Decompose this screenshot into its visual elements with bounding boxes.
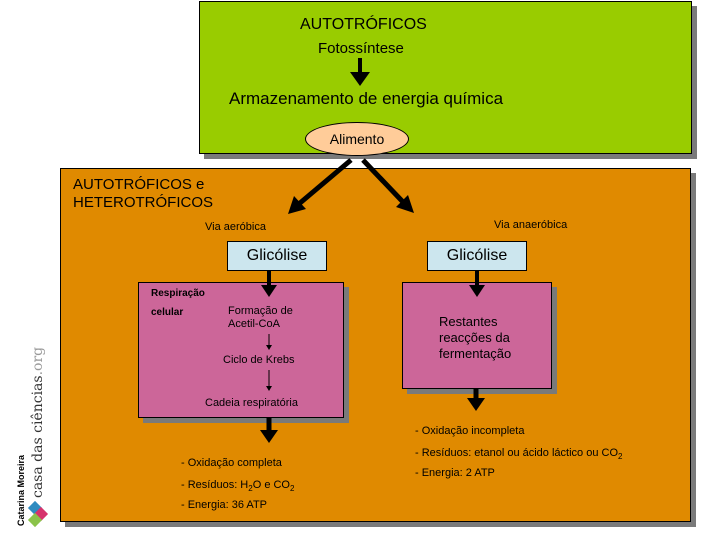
arrow-acetyl-to-krebs: [266, 334, 272, 350]
autotrophs-title: AUTOTRÓFICOS: [300, 16, 427, 33]
respiratory-chain-label: Cadeia respiratória: [205, 397, 298, 409]
krebs-cycle-label: Ciclo de Krebs: [223, 354, 295, 366]
author-credit: Catarina Moreira: [16, 454, 26, 526]
glycolysis-box-anaerobic: Glicólise: [427, 241, 527, 271]
auto-hetero-title-1: AUTOTRÓFICOS e: [73, 176, 205, 193]
photosynthesis-label: Fotossíntese: [318, 40, 404, 57]
aerobic-result-energy: - Energia: 36 ATP: [181, 499, 268, 511]
food-label: Alimento: [329, 131, 385, 147]
fermentation-box: [402, 282, 552, 389]
fermentation-line3: fermentação: [439, 346, 512, 361]
energy-storage-label: Armazenamento de energia química: [229, 89, 504, 108]
arrow-fermentation-results: [467, 389, 485, 411]
aerobic-result-oxidation: - Oxidação completa: [181, 457, 282, 469]
resp-label-2: celular: [151, 307, 184, 318]
site-credit: casa das ciências.org: [30, 346, 46, 498]
arrow-glycolysis-anaerobic: [469, 271, 485, 297]
anaerobic-label: Via anaeróbica: [494, 219, 568, 231]
cellular-respiration-box: [138, 282, 344, 418]
arrow-glycolysis-aerobic: [261, 271, 277, 297]
arrow-respiration-results: [260, 418, 278, 443]
aerobic-label: Via aeróbica: [205, 221, 266, 233]
glycolysis-box-aerobic: Glicólise: [227, 241, 327, 271]
aerobic-result-residues: - Resíduos: H2O e CO2: [181, 479, 295, 494]
arrow-to-aerobic: [288, 158, 353, 214]
arrow-to-anaerobic: [361, 158, 414, 213]
anaerobic-result-energy: - Energia: 2 ATP: [415, 467, 495, 479]
acetyl-coa-line2: Acetil-CoA: [228, 318, 280, 330]
fermentation-line1: Restantes: [439, 314, 498, 329]
auto-hetero-title-2: HETEROTRÓFICOS: [73, 194, 214, 211]
acetyl-coa-line1: Formação de: [228, 305, 293, 317]
fermentation-line2: reacções da: [439, 330, 510, 345]
food-ellipse: Alimento: [305, 122, 409, 156]
arrow-krebs-to-chain: [266, 370, 272, 391]
glycolysis-label-aerobic: Glicólise: [246, 247, 308, 264]
glycolysis-label-anaerobic: Glicólise: [446, 247, 508, 264]
resp-label-1: Respiração: [151, 288, 205, 299]
anaerobic-result-residues: - Resíduos: etanol ou ácido láctico ou C…: [415, 447, 623, 462]
autotrophs-box: [199, 1, 692, 154]
anaerobic-result-oxidation: - Oxidação incompleta: [415, 425, 525, 437]
arrow-photosynthesis: [350, 58, 370, 86]
